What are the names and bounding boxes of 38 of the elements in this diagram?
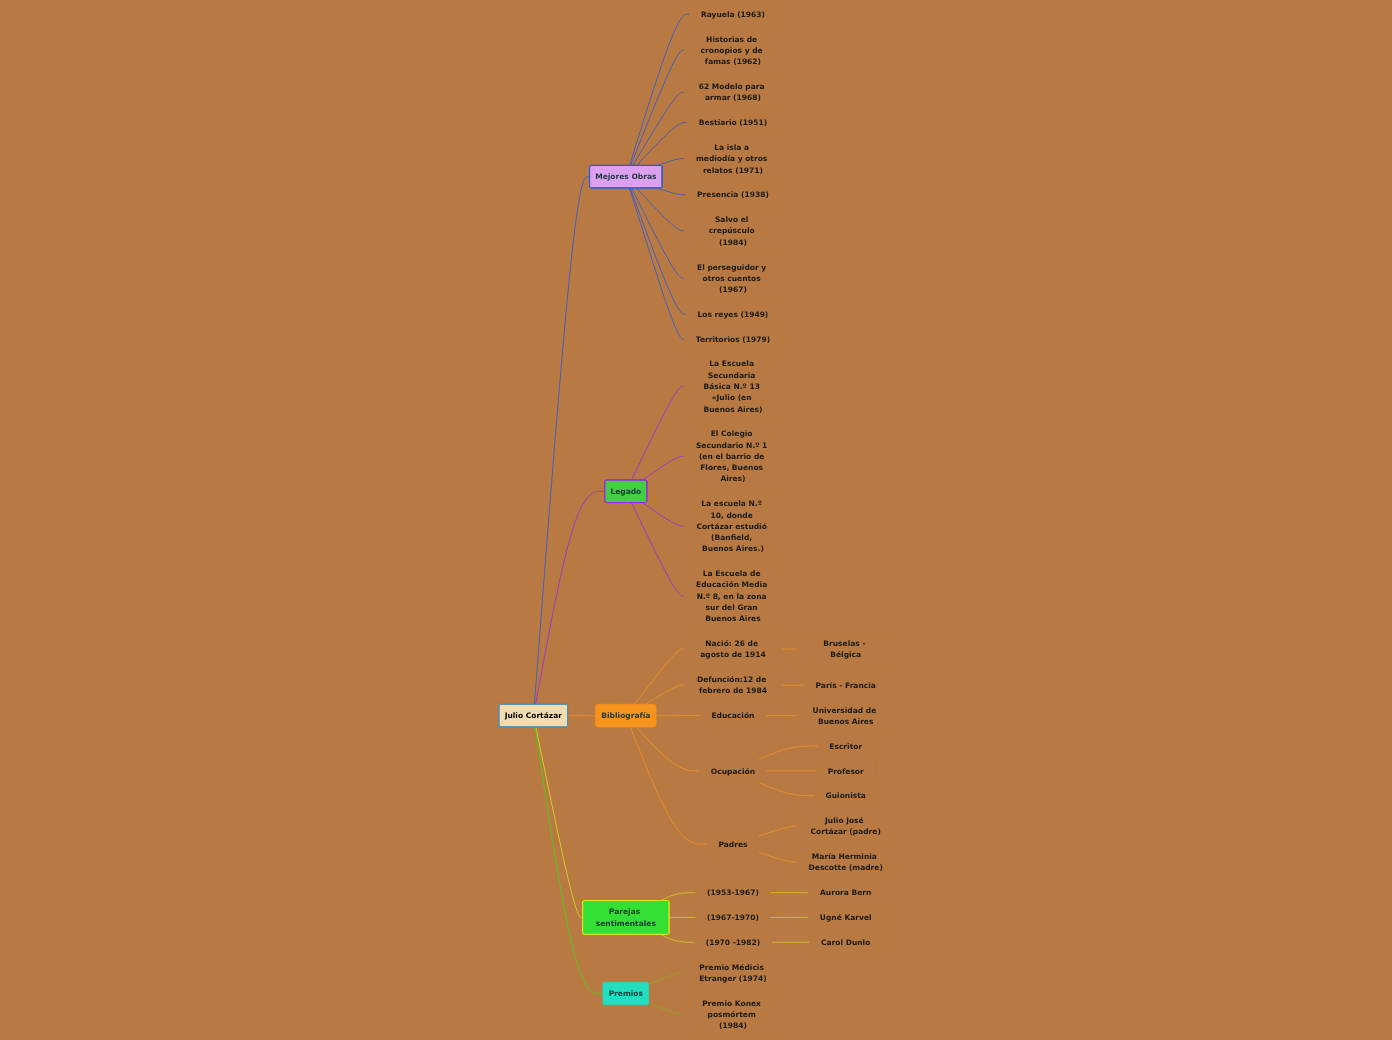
connector (641, 455, 684, 481)
connector (533, 176, 590, 705)
connector (655, 715, 700, 717)
connector (757, 825, 797, 837)
connector (631, 91, 684, 166)
connector (628, 187, 685, 340)
connector (769, 892, 809, 894)
connector (630, 502, 684, 597)
connector (659, 934, 695, 943)
connector (534, 726, 603, 995)
connector (629, 50, 684, 166)
connector (635, 726, 700, 772)
connector (534, 491, 605, 705)
connector (635, 122, 688, 166)
connector (780, 684, 804, 686)
connector (659, 892, 696, 902)
connector (635, 187, 684, 232)
connector (656, 187, 686, 196)
connector (764, 715, 797, 716)
connector (770, 941, 810, 943)
connector (757, 745, 818, 760)
connector (647, 972, 684, 985)
connector (647, 1002, 684, 1015)
connector (630, 187, 684, 279)
connector (656, 158, 684, 166)
connector (757, 781, 814, 797)
connector (629, 187, 686, 315)
connector (757, 852, 797, 863)
connector (641, 502, 684, 527)
connector (668, 917, 696, 918)
connector (629, 726, 707, 845)
connector (630, 386, 684, 481)
connector (566, 715, 596, 717)
connector (643, 684, 684, 705)
connector (534, 726, 583, 918)
connector (633, 648, 684, 705)
connector (628, 13, 690, 166)
connector (769, 917, 809, 918)
